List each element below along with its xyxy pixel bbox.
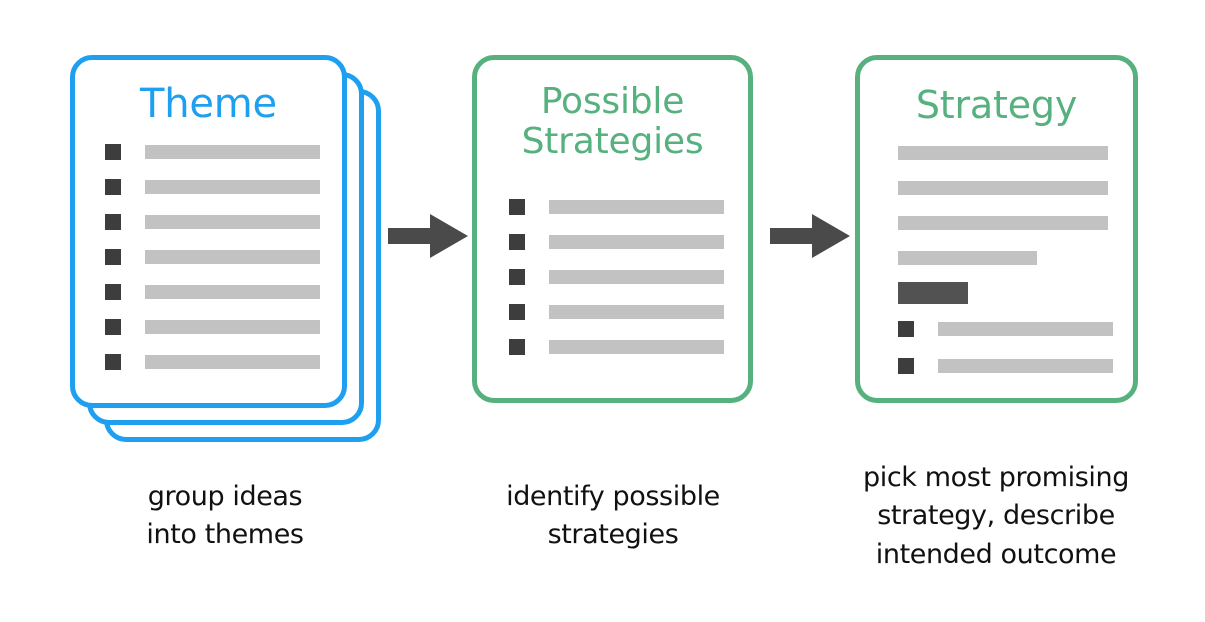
bullet-square-icon	[105, 144, 121, 160]
bullet-square-icon	[509, 304, 525, 320]
arrow-strategies-to-strategy	[770, 212, 852, 260]
strategy-row-4	[898, 251, 1113, 265]
theme-row-5	[105, 284, 320, 300]
text-placeholder-bar	[145, 180, 320, 194]
text-placeholder-bar	[145, 145, 320, 159]
caption-possible-strategies: identify possible strategies	[506, 481, 720, 551]
text-placeholder-bar	[549, 305, 724, 319]
text-placeholder-bar	[145, 355, 320, 369]
theme-row-1	[105, 144, 320, 160]
theme-row-2	[105, 179, 320, 195]
possible-strategies-card[interactable]: Possible Strategies	[472, 55, 753, 403]
bullet-square-icon	[509, 339, 525, 355]
bullet-square-icon	[105, 179, 121, 195]
text-placeholder-bar	[549, 200, 724, 214]
text-placeholder-bar-short	[898, 251, 1037, 265]
theme-row-4	[105, 249, 320, 265]
text-placeholder-bar	[549, 270, 724, 284]
theme-row-3	[105, 214, 320, 230]
bullet-square-icon	[105, 214, 121, 230]
arrow-theme-to-strategies	[388, 212, 470, 260]
text-placeholder-bar	[145, 285, 320, 299]
bullet-square-icon	[898, 358, 914, 374]
text-placeholder-bar	[145, 250, 320, 264]
strategy-row-7	[898, 358, 1113, 374]
bullet-square-icon	[509, 269, 525, 285]
bullet-square-icon	[105, 319, 121, 335]
theme-row-7	[105, 354, 320, 370]
possible-strategies-card-title: Possible Strategies	[521, 81, 704, 163]
possible-strategies-row-5	[509, 339, 724, 355]
bullet-square-icon	[105, 249, 121, 265]
bullet-square-icon	[105, 284, 121, 300]
strategy-row-2	[898, 181, 1113, 195]
text-placeholder-bar	[145, 320, 320, 334]
possible-strategies-row-1	[509, 199, 724, 215]
bullet-square-icon	[509, 234, 525, 250]
text-placeholder-bar	[549, 235, 724, 249]
strategy-row-1	[898, 146, 1113, 160]
text-placeholder-bar	[145, 215, 320, 229]
text-placeholder-bar	[898, 181, 1108, 195]
strategy-card-title: Strategy	[915, 83, 1078, 127]
bullet-square-icon	[105, 354, 121, 370]
possible-strategies-row-3	[509, 269, 724, 285]
caption-theme: group ideas into themes	[146, 481, 304, 551]
strategy-row-3	[898, 216, 1113, 230]
text-placeholder-bar	[549, 340, 724, 354]
theme-row-6	[105, 319, 320, 335]
strategy-row-6	[898, 321, 1113, 337]
highlighted-bar	[898, 282, 968, 304]
text-placeholder-bar	[938, 322, 1113, 336]
bullet-square-icon	[898, 321, 914, 337]
caption-strategy: pick most promising strategy, describe i…	[863, 462, 1129, 570]
theme-card-title: Theme	[140, 81, 277, 127]
text-placeholder-bar	[898, 146, 1108, 160]
text-placeholder-bar	[898, 216, 1108, 230]
strategy-row-5-highlight	[898, 282, 1113, 304]
possible-strategies-row-2	[509, 234, 724, 250]
possible-strategies-row-4	[509, 304, 724, 320]
text-placeholder-bar	[938, 359, 1113, 373]
bullet-square-icon	[509, 199, 525, 215]
strategy-card[interactable]: Strategy	[855, 55, 1138, 403]
theme-card[interactable]: Theme	[70, 55, 347, 408]
